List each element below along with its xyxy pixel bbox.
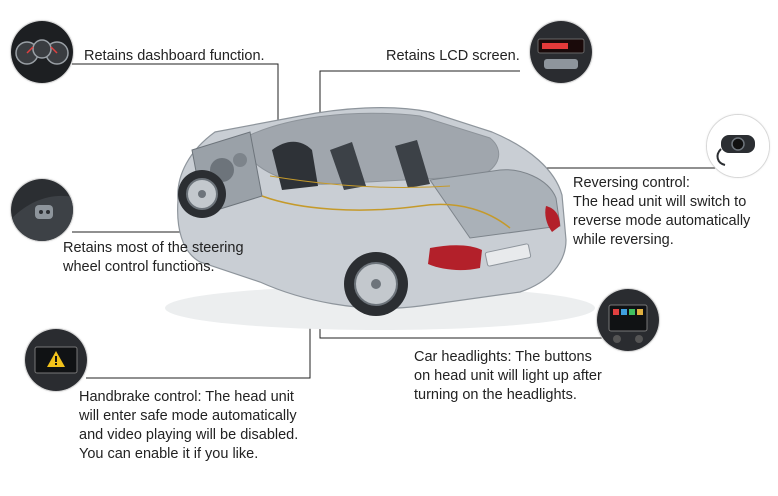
dashboard-label: Retains dashboard function. [84,48,265,64]
warning-screen-icon [25,329,87,391]
reversing-camera-icon [707,115,769,177]
dashboard-thumbnail [10,20,74,84]
handbrake-thumbnail [24,328,88,392]
reversing-thumbnail [706,114,770,178]
steering-wheel-buttons-icon [11,179,73,241]
lcd-thumbnail [529,20,593,84]
reversing-label: Reversing control: The head unit will sw… [573,175,751,248]
steering-label: Retains most of the steering wheel contr… [63,240,244,275]
handbrake-label: Handbrake control: The head unit will en… [79,389,299,462]
steering-thumbnail [10,178,74,242]
headlights-label: Car headlights: The buttons on head unit… [414,349,602,403]
headlights-thumbnail [596,288,660,352]
lcd-label: Retains LCD screen. [386,48,520,64]
dashboard-gauges-icon [11,21,73,83]
lcd-screen-icon [530,21,592,83]
head-unit-icon [597,289,659,351]
